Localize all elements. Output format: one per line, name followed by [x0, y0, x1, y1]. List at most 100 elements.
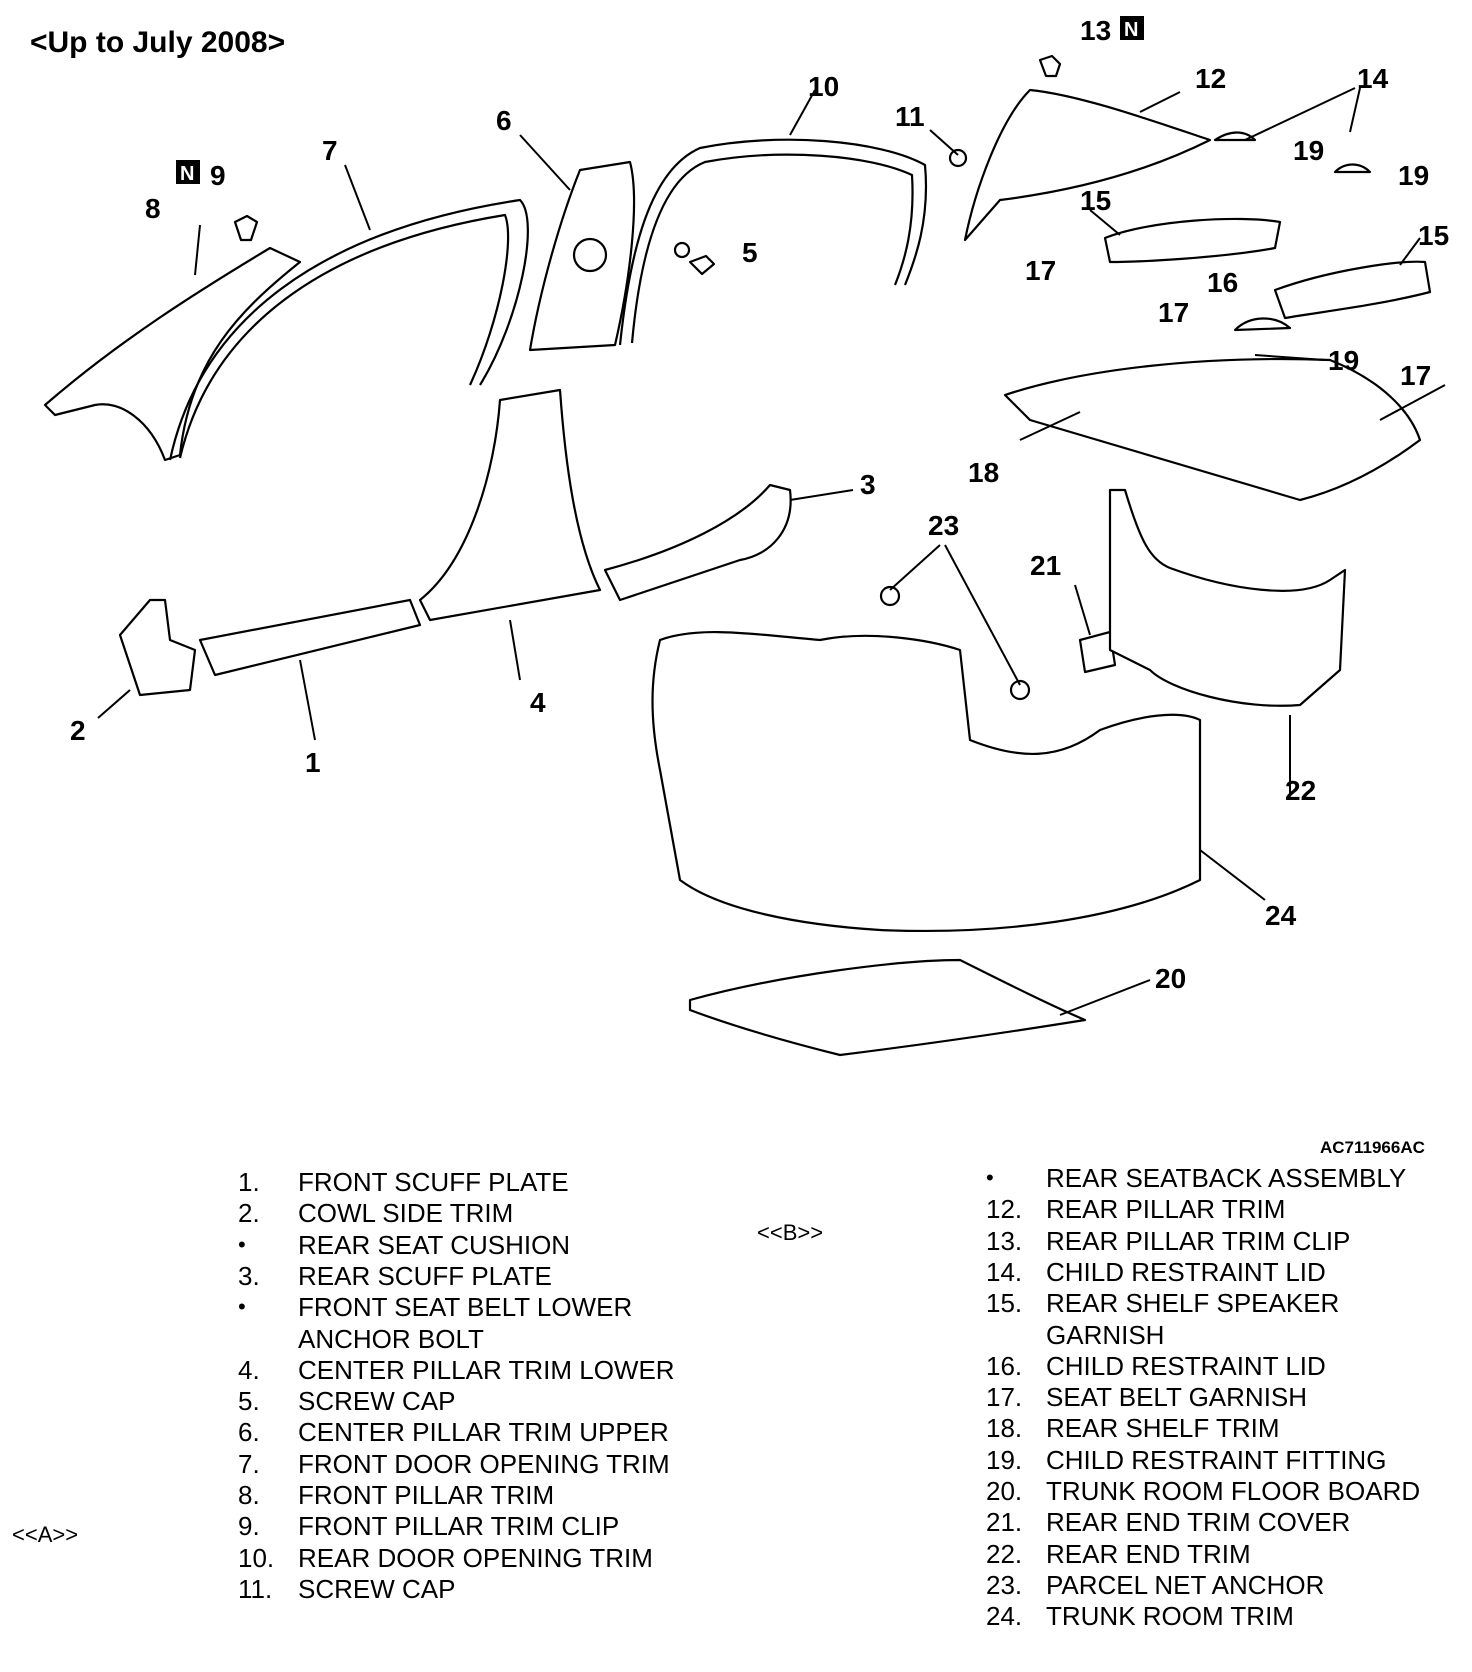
callout-2: 2 — [70, 715, 86, 746]
legend-part-name: CENTER PILLAR TRIM UPPER — [298, 1417, 669, 1448]
legend-number: 19. — [986, 1444, 1023, 1475]
callout-22: 22 — [1285, 775, 1316, 806]
legend-part-name: CHILD RESTRAINT LID — [1046, 1256, 1326, 1287]
legend-number: 21. — [986, 1507, 1023, 1538]
part-parcel-net-anchor-a — [879, 585, 901, 607]
legend-number: 18. — [986, 1413, 1023, 1444]
legend-part-name: REAR SEAT CUSHION — [298, 1229, 571, 1260]
legend-part-name: REAR DOOR OPENING TRIM — [298, 1542, 653, 1573]
figure-code: AC711966AC — [1320, 1138, 1425, 1157]
legend-number: • — [238, 1294, 246, 1320]
legend-part-name: TRUNK ROOM FLOOR BOARD — [1046, 1476, 1421, 1506]
callout-17a: 17 — [1025, 255, 1056, 286]
callout-5: 5 — [742, 237, 758, 268]
legend-number: 3. — [238, 1260, 260, 1291]
part-cowl-side-trim — [118, 598, 197, 697]
legend-number: 7. — [238, 1448, 260, 1479]
part-rear-door-opening-trim — [618, 138, 928, 346]
part-rear-end-trim-cover — [1078, 630, 1117, 674]
new-part-badge-13-text: N — [1124, 19, 1138, 41]
legend-number: 16. — [986, 1350, 1023, 1381]
legend-part-name: REAR END TRIM — [1046, 1538, 1251, 1569]
legend-number: 1. — [238, 1167, 260, 1197]
legend-part-name: FRONT PILLAR TRIM — [298, 1480, 555, 1510]
part-rear-end-trim — [1108, 488, 1347, 707]
legend-part-name: CHILD RESTRAINT LID — [1046, 1350, 1326, 1381]
legend-part-name: REAR SHELF SPEAKER — [1046, 1288, 1340, 1319]
legend-part-name: FRONT PILLAR TRIM CLIP — [298, 1511, 620, 1542]
callout-19b: 19 — [1398, 160, 1429, 191]
exploded-parts-diagram: 1 2 3 4 5 6 7 8 9 10 11 12 13 14 15 15 1… — [43, 15, 1449, 1057]
legend-number: 15. — [986, 1288, 1023, 1319]
part-child-restraint-lid-14a — [1213, 131, 1257, 142]
legend-number: • — [238, 1231, 246, 1257]
part-rear-scuff-plate — [603, 483, 792, 602]
legend-part-name: SCREW CAP — [298, 1573, 456, 1604]
callout-11: 11 — [895, 101, 925, 132]
leader-lines — [97, 87, 1446, 1016]
part-parcel-net-anchor-b — [1009, 679, 1031, 701]
new-part-markers: N N — [176, 16, 1144, 185]
part-screw-cap-5 — [688, 254, 716, 276]
diagram-title: <Up to July 2008> — [30, 26, 286, 59]
legend-part-name: FRONT SEAT BELT LOWER — [298, 1292, 633, 1323]
callout-21: 21 — [1030, 550, 1061, 581]
callout-8: 8 — [145, 193, 161, 224]
part-rear-shelf-speaker-garnish-15a — [1103, 217, 1282, 264]
legend-part-name: COWL SIDE TRIM — [298, 1198, 514, 1229]
callout-19c: 19 — [1328, 345, 1359, 376]
legend-part-name: SCREW CAP — [298, 1386, 456, 1417]
part-center-pillar-trim-lower — [418, 388, 602, 622]
note-a: <<A>> — [12, 1522, 79, 1547]
callout-18: 18 — [968, 457, 999, 488]
legend-number: 12. — [986, 1194, 1023, 1225]
part-child-restraint-lid-14b — [1333, 163, 1372, 174]
part-screw-cap-11 — [948, 148, 968, 168]
note-b: <<B>> — [757, 1220, 824, 1245]
legend-part-name: REAR SHELF TRIM — [1046, 1413, 1280, 1444]
new-part-badge-9 — [176, 160, 200, 184]
legend-part-name: PARCEL NET ANCHOR — [1046, 1569, 1325, 1600]
new-part-badge-9-text: N — [180, 163, 194, 185]
legend-part-name: FRONT SCUFF PLATE — [298, 1167, 569, 1197]
legend-number: 22. — [986, 1538, 1023, 1569]
callout-3: 3 — [860, 469, 876, 500]
part-rear-shelf-trim — [1003, 357, 1422, 502]
legend-number: 2. — [238, 1198, 260, 1229]
callout-12: 12 — [1195, 63, 1226, 94]
legend-number: • — [986, 1165, 994, 1190]
callout-9: 9 — [210, 160, 226, 191]
callout-24: 24 — [1265, 900, 1297, 931]
legend-number: 13. — [986, 1225, 1023, 1256]
legend-part-name: FRONT DOOR OPENING TRIM — [298, 1448, 670, 1479]
callout-15b: 15 — [1418, 220, 1449, 251]
legend-part-name: REAR SEATBACK ASSEMBLY — [1046, 1163, 1407, 1193]
part-front-pillar-trim — [43, 246, 302, 462]
legend-number: 4. — [238, 1354, 260, 1385]
legend-part-name: SEAT BELT GARNISH — [1046, 1382, 1308, 1413]
callout-15a: 15 — [1080, 185, 1111, 216]
legend-part-name: REAR PILLAR TRIM — [1046, 1194, 1286, 1225]
legend-part-name: CENTER PILLAR TRIM LOWER — [298, 1354, 675, 1385]
legend-part-name: REAR END TRIM COVER — [1046, 1507, 1351, 1538]
legend-part-name: TRUNK ROOM TRIM — [1046, 1601, 1294, 1632]
callout-labels: 1 2 3 4 5 6 7 8 9 10 11 12 13 14 15 15 1… — [70, 15, 1449, 994]
part-child-restraint-lid-16 — [1233, 317, 1292, 332]
legend-number: 14. — [986, 1256, 1023, 1287]
callout-14: 14 — [1357, 63, 1389, 94]
legend-number: 11. — [238, 1573, 273, 1604]
legend-number: 23. — [986, 1569, 1023, 1600]
legend-number: 8. — [238, 1480, 260, 1510]
callout-13: 13 — [1080, 15, 1111, 46]
legend-part-name: REAR PILLAR TRIM CLIP — [1046, 1225, 1351, 1256]
legend-part-name: GARNISH — [1046, 1319, 1165, 1350]
part-rear-pillar-trim — [963, 88, 1212, 242]
legend-number: 24. — [986, 1601, 1023, 1632]
legend-number: 17. — [986, 1382, 1023, 1413]
callout-16: 16 — [1207, 267, 1238, 298]
callout-17c: 17 — [1400, 360, 1431, 391]
legend-number: 9. — [238, 1511, 260, 1542]
part-front-pillar-trim-clip — [233, 214, 259, 242]
legend-number: 5. — [238, 1386, 260, 1417]
